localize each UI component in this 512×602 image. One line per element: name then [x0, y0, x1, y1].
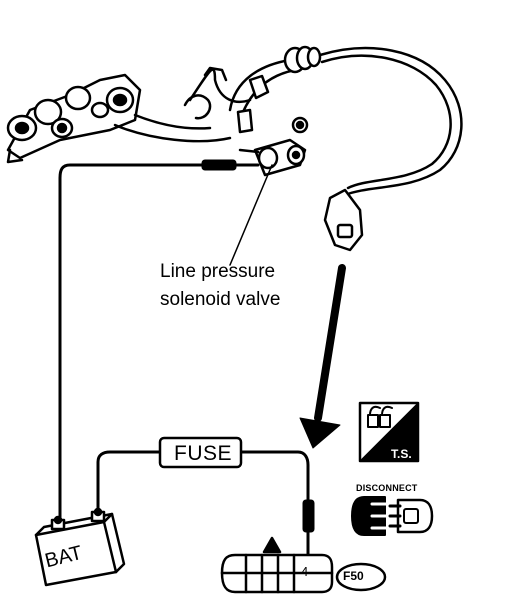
- line-pressure-solenoid-valve: [238, 138, 307, 177]
- circuit-wiring: [58, 163, 310, 557]
- control-valve-assembly: [6, 73, 232, 164]
- disconnect-connector-icon: [351, 496, 434, 536]
- connector-pin-number: 4: [301, 564, 309, 579]
- connection-arrow: [299, 264, 346, 449]
- fuse: [158, 436, 243, 469]
- ts-label: T.S.: [391, 447, 412, 461]
- wire-harness: [183, 45, 463, 252]
- callout-leader: [229, 164, 273, 266]
- tester-icon: [358, 401, 420, 463]
- callout-label-line2: solenoid valve: [160, 289, 281, 310]
- connector-code-badge: [335, 562, 387, 592]
- fuse-label: FUSE: [174, 442, 233, 465]
- harness-connector: [220, 536, 334, 594]
- callout-label-line1: Line pressure: [160, 261, 276, 282]
- disconnect-label: DISCONNECT: [356, 483, 418, 493]
- connector-code-label: F50: [343, 569, 364, 583]
- wire-connector-sleeve: [201, 159, 237, 171]
- wire-connector-sleeve-lower: [302, 499, 315, 533]
- battery: [34, 507, 126, 587]
